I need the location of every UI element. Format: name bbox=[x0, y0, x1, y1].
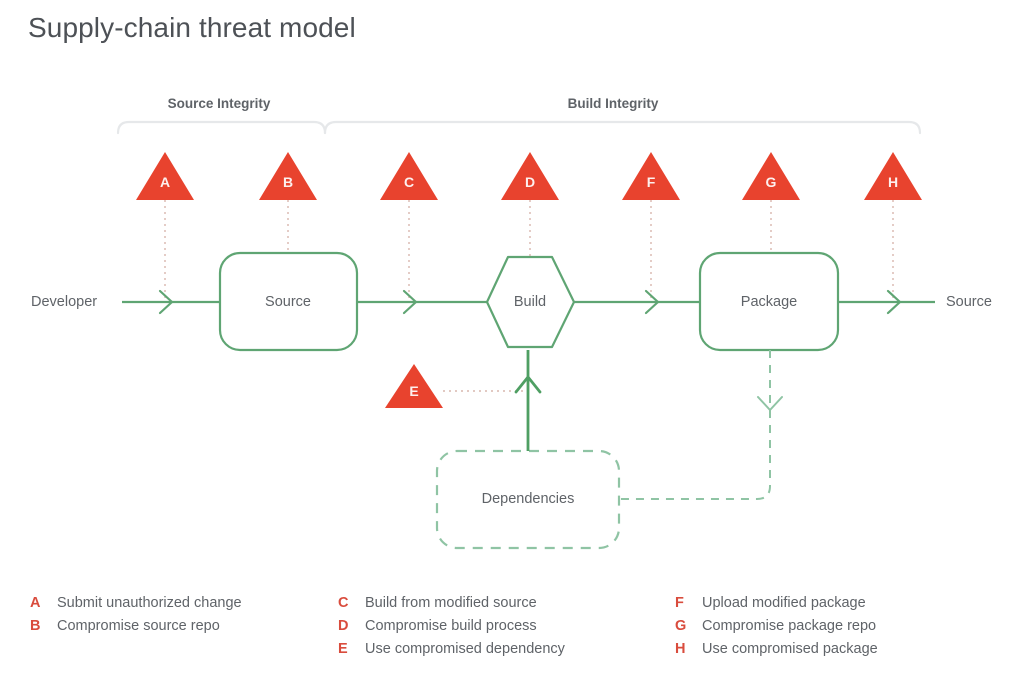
legend-item: F Upload modified package bbox=[675, 593, 975, 614]
legend-text: Build from modified source bbox=[365, 595, 537, 611]
legend-column-3: F Upload modified package G Compromise p… bbox=[675, 593, 975, 660]
legend-item: A Submit unauthorized change bbox=[30, 593, 338, 614]
node-label-source: Source bbox=[265, 294, 311, 310]
page-title: Supply-chain threat model bbox=[28, 12, 356, 43]
threat-letter-d: D bbox=[524, 174, 536, 190]
legend-column-2: C Build from modified source D Compromis… bbox=[338, 593, 675, 660]
legend-text: Submit unauthorized change bbox=[57, 595, 242, 611]
threat-letter-a: A bbox=[159, 174, 171, 190]
pipeline-start-label-developer: Developer bbox=[31, 294, 98, 310]
legend-text: Compromise build process bbox=[365, 618, 537, 635]
legend-item: E Use compromised dependency bbox=[338, 639, 675, 660]
threat-letter-e: E bbox=[409, 383, 419, 399]
legend-text: Upload modified package bbox=[702, 595, 866, 611]
package-to-dependencies-arrowhead bbox=[757, 396, 783, 411]
node-label-package: Package bbox=[740, 294, 798, 310]
pipeline-end-label-source: Source bbox=[946, 294, 992, 310]
legend-key: D bbox=[338, 618, 349, 635]
package-to-dependencies-path bbox=[619, 350, 771, 500]
legend-key: C bbox=[338, 595, 349, 611]
legend-key: F bbox=[675, 595, 684, 611]
threat-legend: A Submit unauthorized change B Compromis… bbox=[30, 593, 994, 660]
bracket-label-build-integrity: Build Integrity bbox=[567, 96, 659, 111]
legend-text: Use compromised dependency bbox=[365, 641, 565, 658]
threat-marker-d bbox=[501, 152, 559, 256]
legend-key: G bbox=[675, 618, 687, 635]
threat-letter-c: C bbox=[403, 174, 415, 190]
threat-marker-g bbox=[742, 152, 800, 258]
threat-marker-b bbox=[259, 152, 317, 258]
legend-item: B Compromise source repo bbox=[30, 616, 338, 637]
threat-letter-b: B bbox=[282, 174, 294, 190]
node-label-build: Build bbox=[513, 294, 547, 310]
threat-letter-f: F bbox=[646, 174, 656, 190]
legend-text: Use compromised package bbox=[702, 641, 878, 658]
legend-key: E bbox=[338, 641, 348, 658]
bracket-label-source-integrity: Source Integrity bbox=[167, 96, 271, 111]
legend-text: Compromise source repo bbox=[57, 618, 220, 635]
threat-marker-e bbox=[385, 364, 524, 408]
legend-item: C Build from modified source bbox=[338, 593, 675, 614]
legend-item: D Compromise build process bbox=[338, 616, 675, 637]
threat-letter-g: G bbox=[765, 174, 777, 190]
legend-column-1: A Submit unauthorized change B Compromis… bbox=[30, 593, 338, 660]
bracket-source-integrity bbox=[116, 120, 327, 135]
legend-item: H Use compromised package bbox=[675, 639, 975, 660]
legend-key: B bbox=[30, 618, 41, 635]
node-label-dependencies: Dependencies bbox=[481, 491, 575, 507]
legend-text: Compromise package repo bbox=[702, 618, 877, 635]
legend-key: A bbox=[30, 595, 41, 611]
legend-key: H bbox=[675, 641, 686, 658]
threat-letter-h: H bbox=[887, 174, 899, 190]
dependencies-to-build-arrow bbox=[514, 350, 542, 451]
bracket-build-integrity bbox=[323, 120, 922, 135]
legend-item: G Compromise package repo bbox=[675, 616, 975, 637]
